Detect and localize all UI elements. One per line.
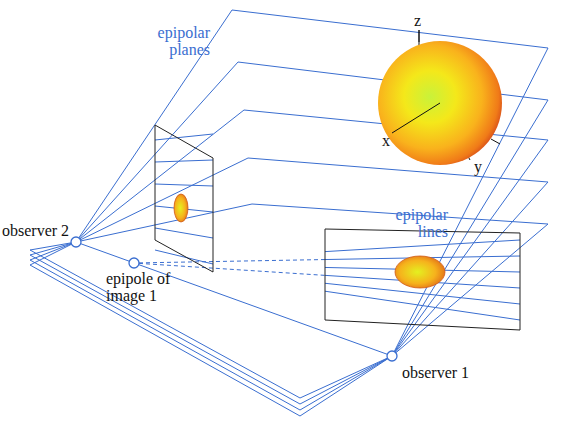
observer-point <box>387 351 397 361</box>
blue-label: epipolar lines <box>378 206 448 240</box>
plane-stroke <box>300 356 392 416</box>
plane-stroke <box>325 240 520 252</box>
plane-stroke <box>30 255 300 404</box>
blue-label: epipolar planes <box>120 24 210 58</box>
plane-stroke <box>232 10 548 48</box>
plane-stroke <box>155 134 213 140</box>
y-axis-tip <box>491 139 500 144</box>
plane-stroke <box>76 110 244 242</box>
text-label: epipole of image 1 <box>106 270 196 304</box>
image-plane-1 <box>325 229 520 330</box>
plane-stroke <box>30 242 76 265</box>
epipolar-line-set <box>139 134 520 320</box>
plane-stroke <box>155 184 213 186</box>
plane-stroke <box>325 291 520 320</box>
text-label: y <box>474 158 488 175</box>
plane-stroke <box>76 204 252 242</box>
plane-stroke <box>248 158 548 182</box>
image-plane-2 <box>155 125 213 272</box>
plane-stroke <box>155 250 213 264</box>
text-label: x <box>382 132 396 149</box>
epipole-point <box>129 258 139 268</box>
epipolar-planes <box>30 10 548 416</box>
text-label: z <box>414 12 428 29</box>
plane-stroke <box>155 228 213 238</box>
image-blob-1 <box>395 256 445 288</box>
plane-stroke <box>300 356 392 404</box>
plane-stroke <box>30 265 300 416</box>
observer-point <box>71 237 81 247</box>
x-axis <box>392 103 440 133</box>
plane-stroke <box>30 260 300 410</box>
image-blob-2 <box>174 194 188 222</box>
text-label: observer 2 <box>2 222 92 239</box>
plane-stroke <box>155 160 213 162</box>
plane-stroke <box>300 356 392 410</box>
plane-stroke <box>76 10 232 242</box>
plane-stroke <box>76 158 248 242</box>
plane-stroke <box>392 140 548 356</box>
plane-stroke <box>30 250 300 398</box>
plane-stroke <box>30 242 76 260</box>
plane-stroke <box>392 224 548 356</box>
plane-stroke <box>76 62 238 242</box>
text-label: observer 1 <box>402 364 502 381</box>
z-axis-tip <box>419 30 420 42</box>
plane-stroke <box>139 260 325 263</box>
sphere <box>378 41 502 165</box>
plane-stroke <box>300 356 392 398</box>
